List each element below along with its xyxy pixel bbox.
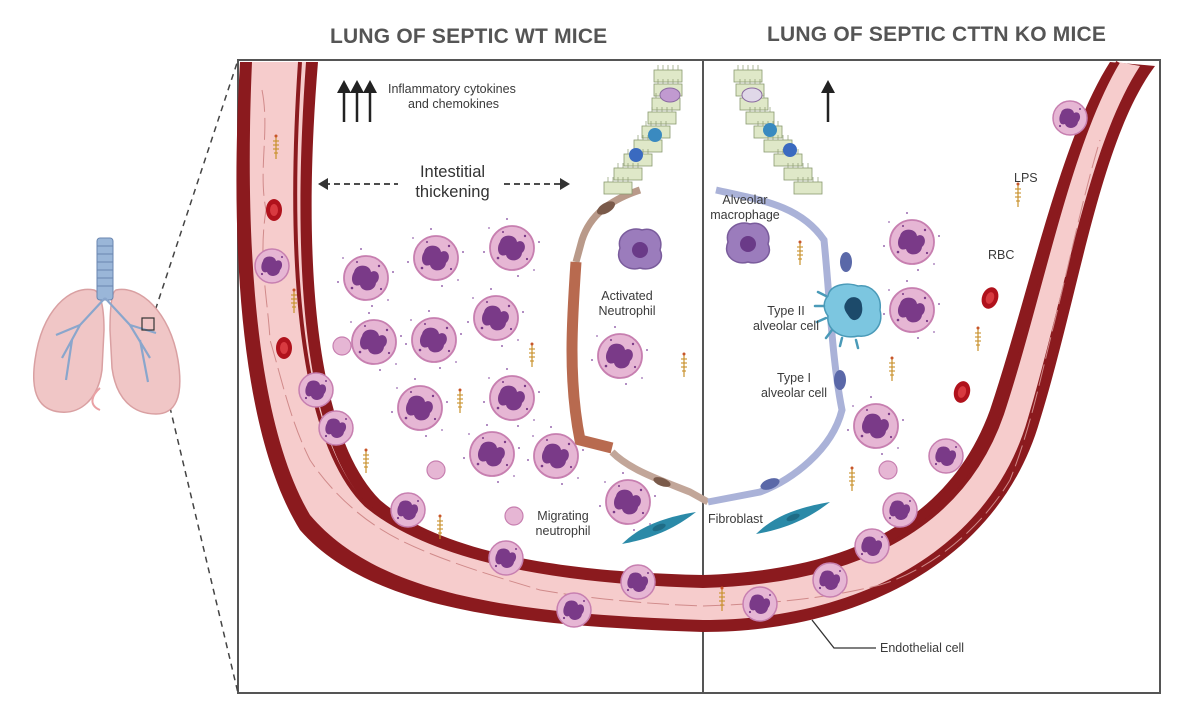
- migrating-neutrophils: [298, 336, 918, 576]
- thickening-arrows: [318, 178, 570, 190]
- alveolar-macrophage-line2: macrophage: [710, 208, 780, 222]
- alveolar-macrophage-ko: [725, 222, 771, 264]
- migrating-neutrophil-label: Migrating neutrophil: [528, 509, 598, 539]
- migrating-neutrophil-line1: Migrating: [537, 509, 589, 523]
- alveolar-macrophage-line1: Alveolar: [722, 193, 768, 207]
- activated-neutrophil-line1: Activated: [601, 289, 653, 303]
- activated-neutrophil-label: Activated Neutrophil: [592, 289, 662, 319]
- type-ii-cell-line1: Type II: [767, 304, 805, 318]
- type-ii-cell-label: Type II alveolar cell: [744, 304, 828, 334]
- activated-neutrophil-line2: Neutrophil: [598, 304, 656, 318]
- alveolar-epithelium: [566, 64, 852, 506]
- cytokines-label-line2: and chemokines: [408, 97, 500, 111]
- leader-lines: [811, 619, 876, 649]
- cytokines-label: Inflammatory cytokines and chemokines: [388, 82, 516, 112]
- type-i-cell-line1: Type I: [776, 371, 812, 385]
- thickening-label-line2: thickening: [415, 183, 490, 201]
- type-ii-alveolar-cell: [813, 283, 882, 350]
- title-cttn-ko-mice: LUNG OF SEPTIC CTTN KO MICE: [767, 23, 1107, 46]
- zoom-lines: [151, 59, 239, 694]
- thickening-label: Intestitial thickening: [405, 162, 500, 202]
- migrating-neutrophil-line2: neutrophil: [535, 524, 591, 538]
- alveolar-macrophage-wt: [617, 228, 663, 270]
- lung-organ-icon: [33, 237, 181, 415]
- alveolar-macrophage-label: Alveolar macrophage: [700, 193, 790, 223]
- title-wt-mice: LUNG OF SEPTIC WT MICE: [330, 25, 608, 48]
- type-i-cell-line2: alveolar cell: [760, 386, 827, 400]
- type-ii-cell-line2: alveolar cell: [752, 319, 819, 333]
- cytokine-arrow-up-ko: [821, 80, 835, 122]
- cytokines-label-line1: Inflammatory cytokines: [388, 82, 516, 96]
- fibroblast-label: Fibroblast: [708, 512, 763, 526]
- cytokine-arrows-up-wt: [337, 80, 377, 122]
- endothelial-cell-label: Endothelial cell: [880, 641, 965, 655]
- type-i-cell-label: Type I alveolar cell: [752, 371, 836, 401]
- lps-label: LPS: [1014, 171, 1038, 185]
- thickening-label-line1: Intestitial: [419, 163, 486, 181]
- rbc-label: RBC: [988, 248, 1015, 262]
